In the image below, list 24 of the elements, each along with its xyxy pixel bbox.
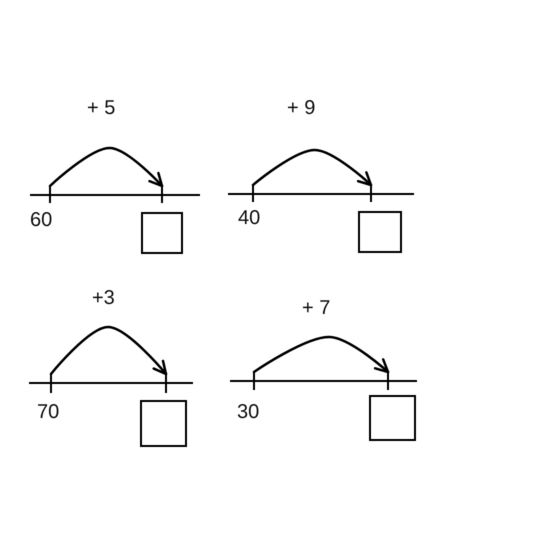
tick-mark	[387, 372, 389, 390]
curved-arrow	[252, 336, 390, 374]
number-label: 70	[37, 402, 60, 422]
answer-box	[141, 212, 183, 254]
edge-label: + 5	[87, 98, 116, 118]
tick-mark	[252, 185, 254, 202]
number-label: 40	[238, 208, 260, 228]
number-label: 30	[237, 402, 260, 422]
curved-arrow	[252, 148, 372, 186]
number-label: 60	[30, 210, 52, 230]
tick-mark	[50, 374, 52, 393]
tick-mark	[165, 374, 167, 393]
answer-box	[140, 400, 187, 447]
tick-mark	[49, 186, 51, 203]
curved-arrow	[50, 326, 168, 376]
tick-mark	[161, 186, 163, 203]
answer-box	[358, 211, 402, 253]
curved-arrow	[48, 146, 164, 188]
edge-label: + 9	[287, 98, 316, 118]
tick-mark	[253, 372, 255, 390]
edge-label: + 7	[302, 298, 330, 318]
tick-mark	[370, 185, 372, 202]
edge-label: +3	[92, 288, 115, 308]
answer-box	[369, 395, 416, 441]
